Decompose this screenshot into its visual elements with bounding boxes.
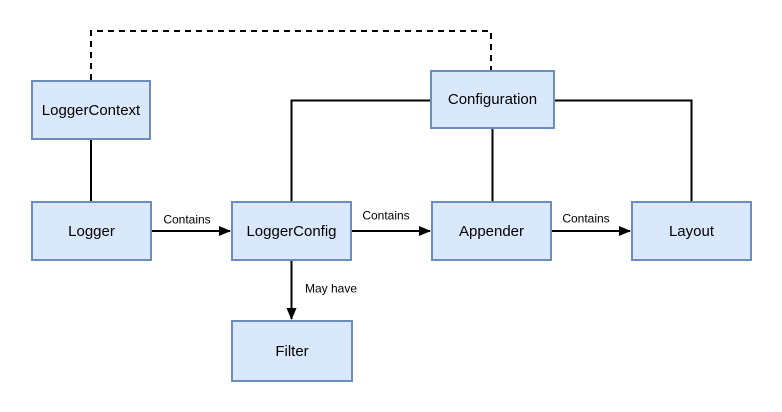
node-filter: Filter bbox=[231, 320, 353, 382]
node-logger: Logger bbox=[31, 201, 152, 261]
node-appender: Appender bbox=[431, 201, 552, 261]
edge-loggerconfig-configuration bbox=[290, 99, 430, 201]
node-filter-label: Filter bbox=[275, 342, 309, 360]
edge-label-may-have: May have bbox=[302, 281, 360, 296]
node-logger-context: LoggerContext bbox=[31, 80, 151, 140]
node-logger-config-label: LoggerConfig bbox=[246, 222, 337, 240]
edge-label-appender-contains: Contains bbox=[560, 211, 612, 226]
node-logger-label: Logger bbox=[68, 222, 115, 240]
edge-label-loggerconfig-contains: Contains bbox=[360, 208, 412, 223]
node-logger-context-label: LoggerContext bbox=[41, 101, 141, 119]
node-layout: Layout bbox=[631, 201, 752, 261]
node-configuration-label: Configuration bbox=[447, 91, 538, 108]
edge-loggercontext-configuration-dashed bbox=[90, 30, 492, 80]
edge-configuration-layout bbox=[555, 99, 693, 201]
node-configuration: Configuration bbox=[430, 70, 555, 129]
node-appender-label: Appender bbox=[458, 222, 525, 240]
node-logger-config: LoggerConfig bbox=[231, 201, 352, 261]
edge-label-logger-contains: Contains bbox=[161, 212, 213, 227]
node-layout-label: Layout bbox=[668, 222, 715, 240]
